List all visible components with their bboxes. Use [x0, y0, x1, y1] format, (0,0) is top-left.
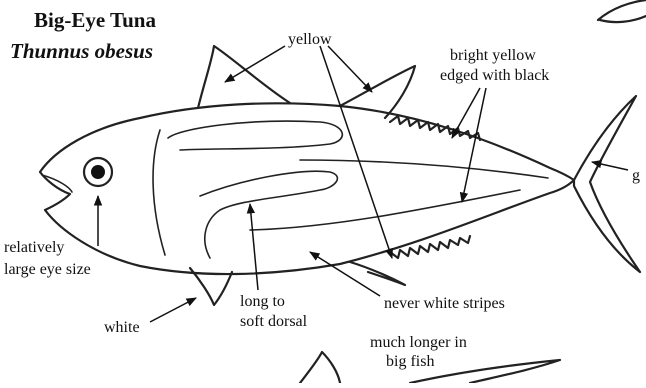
first-dorsal-fin: [198, 46, 290, 108]
partial-fish-top-right: [598, 0, 646, 22]
label-relatively: relatively: [4, 239, 64, 256]
label-white: white: [104, 319, 140, 336]
dorsal-finlets: [390, 116, 480, 140]
label-bright-yellow-1: bright yellow: [450, 47, 536, 64]
label-large-eye: large eye size: [4, 261, 91, 278]
label-soft-dorsal: soft dorsal: [240, 313, 308, 330]
label-long-to: long to: [240, 293, 285, 310]
diagram-title: Big-Eye Tuna: [34, 8, 156, 32]
label-bright-yellow-2: edged with black: [440, 67, 549, 84]
tuna-body: [40, 103, 574, 274]
label-yellow: yellow: [288, 31, 332, 48]
label-never-white: never white stripes: [384, 295, 505, 312]
tail-fin: [574, 96, 640, 272]
label-cut-off: g: [632, 167, 640, 184]
label-much-longer: much longer in: [370, 334, 467, 351]
annotation-arrows: [98, 46, 628, 322]
label-big-fish: big fish: [386, 353, 434, 370]
diagram-subtitle: Thunnus obesus: [10, 39, 153, 63]
tuna-eye: [84, 158, 112, 186]
